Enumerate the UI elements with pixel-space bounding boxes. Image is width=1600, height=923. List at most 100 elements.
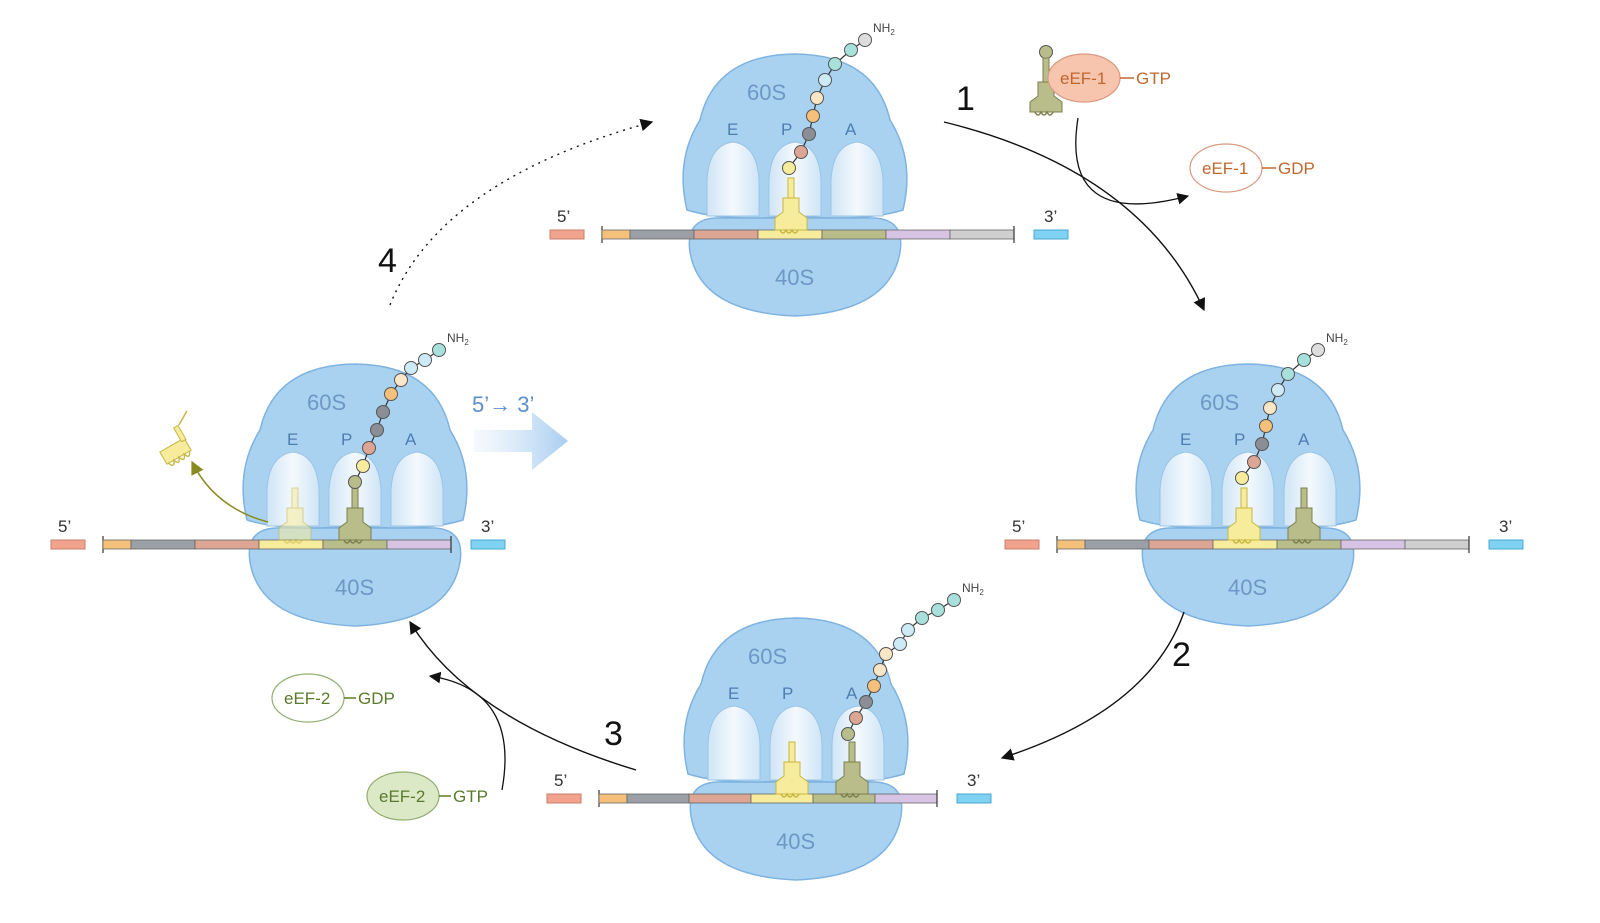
trna-a-site (1287, 487, 1321, 544)
codon (130, 539, 196, 550)
small-subunit-label: 40S (776, 829, 815, 854)
step-4-arrow (389, 118, 654, 306)
binding-pocket (769, 705, 823, 781)
three-prime-label: 3’ (967, 771, 980, 790)
utr-5 (549, 229, 585, 240)
amino-acid (370, 423, 384, 437)
codon (885, 229, 951, 240)
large-subunit-label: 60S (748, 644, 787, 669)
small-subunit (689, 781, 903, 881)
amino-acid (1311, 343, 1325, 357)
gdp-label-2: GDP (358, 689, 395, 708)
eef2-gtp-label: eEF-2 (379, 787, 425, 806)
site-label-a: A (405, 430, 417, 449)
amino-acid (859, 695, 873, 709)
trna-p-site (775, 741, 809, 798)
step-number-1: 1 (956, 80, 975, 118)
amino-acid (404, 361, 418, 375)
amino-acid (828, 57, 842, 71)
codon (821, 229, 887, 240)
small-subunit (688, 217, 902, 317)
site-label-e: E (727, 120, 738, 139)
site-label-e: E (1180, 430, 1191, 449)
codon (688, 793, 752, 804)
site-label-e: E (728, 684, 739, 703)
mrna-strand: 5’ 3’ (549, 207, 1069, 243)
large-subunit-label: 60S (1200, 390, 1239, 415)
step-number-3: 3 (604, 715, 623, 753)
amino-acid (879, 647, 893, 661)
five-prime-label: 5’ (557, 207, 570, 226)
eef1-exchange-arrow (1075, 117, 1190, 205)
binding-pocket (768, 141, 822, 217)
site-label-p: P (782, 684, 793, 703)
step-number-4: 4 (378, 242, 397, 280)
mrna-strand: 5’3’ (1004, 517, 1524, 553)
peptide-chain: NH2 (841, 581, 984, 741)
step-1-arrow (943, 121, 1206, 312)
amino-acid (818, 73, 832, 87)
amino-acid (362, 441, 376, 455)
three-prime-label: 3’ (481, 517, 494, 536)
codon (693, 229, 759, 240)
amino-acid (384, 387, 398, 401)
utr-3 (956, 793, 992, 804)
trna-a-site (835, 741, 869, 798)
small-subunit (248, 527, 462, 627)
gtp-label: GTP (1136, 69, 1171, 88)
small-subunit-label: 40S (335, 575, 374, 600)
amino-acid (849, 711, 863, 725)
large-subunit-label: 60S (747, 80, 786, 105)
amino-acid (1263, 401, 1277, 415)
codon (1084, 539, 1150, 550)
amino-terminus-label: NH2 (873, 21, 895, 37)
codon (1340, 539, 1406, 550)
utr-5 (546, 793, 582, 804)
amino-acid (802, 127, 816, 141)
site-label-a: A (1298, 430, 1310, 449)
codon (812, 793, 876, 804)
codon (1404, 539, 1470, 550)
step-number-2: 2 (1172, 636, 1191, 674)
amino-acid (376, 405, 390, 419)
utr-3 (470, 539, 506, 550)
eef2-gtp-complex: eEF-2 GTP (366, 771, 488, 821)
binding-pocket (830, 141, 884, 217)
released-trna (159, 410, 192, 467)
mrna-strand: 5’ 3’ (50, 517, 506, 553)
site-label-p: P (341, 430, 352, 449)
three-prime-label: 3’ (1499, 517, 1512, 536)
site-label-p: P (1234, 430, 1245, 449)
codon (874, 793, 938, 804)
gtp-label-2: GTP (453, 787, 488, 806)
peptide-chain: NH2 (348, 331, 469, 489)
amino-acid (915, 611, 929, 625)
peptide-chain: NH2 (782, 21, 895, 175)
amino-acid (893, 637, 907, 651)
codon (757, 229, 823, 240)
site-label-e: E (287, 430, 298, 449)
direction-arrow (474, 412, 568, 470)
amino-acid (1235, 471, 1249, 485)
binding-pocket (390, 451, 444, 527)
amino-acid (1255, 437, 1269, 451)
trna-e-site (278, 487, 312, 544)
codon (598, 793, 628, 804)
amino-acid (841, 727, 855, 741)
eef1-gdp-label: eEF-1 (1202, 159, 1248, 178)
amino-acid (844, 43, 858, 57)
three-prime-label: 3’ (1044, 207, 1057, 226)
site-label-a: A (846, 684, 858, 703)
peptide-chain: NH2 (1235, 331, 1348, 485)
five-prime-label: 5’ (58, 517, 71, 536)
amino-acid (810, 91, 824, 105)
amino-acid (901, 623, 915, 637)
binding-pocket (1221, 451, 1275, 527)
amino-acid (356, 459, 370, 473)
